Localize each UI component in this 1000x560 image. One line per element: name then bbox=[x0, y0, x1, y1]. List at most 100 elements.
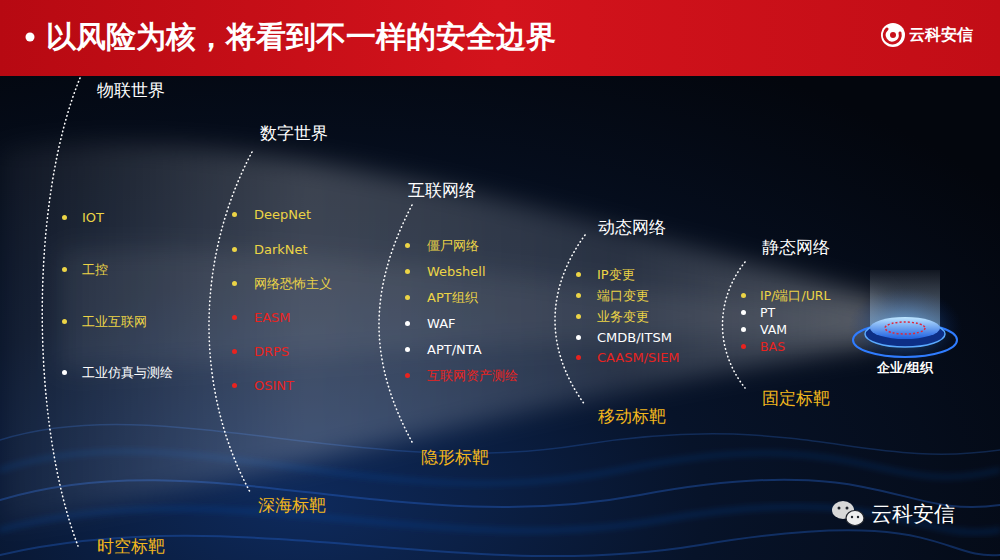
bullet-item: IP变更 bbox=[576, 267, 635, 283]
bullet-dot bbox=[405, 269, 410, 274]
header-bar bbox=[0, 0, 1000, 76]
bullet-dot bbox=[405, 321, 410, 326]
bullet-item: 工业仿真与测绘 bbox=[62, 365, 173, 381]
zone-heading: 静态网络 bbox=[762, 237, 830, 257]
bullet-dot bbox=[741, 310, 746, 315]
bullet-item: APT/NTA bbox=[405, 342, 482, 358]
bullet-item: EASM bbox=[232, 310, 291, 326]
bullet-dot bbox=[576, 335, 581, 340]
item-text: OSINT bbox=[254, 378, 294, 394]
bullet-item: WAF bbox=[405, 316, 456, 332]
bullet-dot bbox=[62, 319, 67, 324]
zone-heading: 物联世界 bbox=[97, 80, 165, 100]
bullet-item: 工业互联网 bbox=[62, 314, 147, 330]
item-text: IOT bbox=[82, 210, 104, 226]
bullet-dot bbox=[405, 243, 410, 248]
bullet-item: DRPS bbox=[232, 344, 289, 360]
bullet-dot bbox=[405, 347, 410, 352]
bullet-dot bbox=[576, 272, 581, 277]
item-text: 僵尸网络 bbox=[427, 238, 479, 254]
zone-band: 静态网络 IP/端口/URL PT VAM BAS 固定标靶 bbox=[737, 233, 835, 413]
zone-band: 物联世界 IOT 工控工业互联网工业仿真与测绘时空标靶 bbox=[58, 76, 177, 560]
target-label: 深海标靶 bbox=[258, 495, 326, 515]
item-text: DarkNet bbox=[254, 242, 308, 258]
bullet-dot bbox=[576, 355, 581, 360]
bullet-item: 工控 bbox=[62, 262, 108, 278]
bullet-dot bbox=[741, 293, 746, 298]
zone-band: 动态网络 IP变更端口变更业务变更 CMDB/ITSM CAASM/SIEM 移动标靶 bbox=[572, 213, 684, 431]
beam-core bbox=[60, 249, 880, 370]
bullet-dot bbox=[232, 315, 237, 320]
bullet-dot bbox=[576, 293, 581, 298]
slide-title: 以风险为核，将看到不一样的安全边界 bbox=[46, 19, 556, 55]
bullet-item: OSINT bbox=[232, 378, 294, 394]
watermark: 云科安信 bbox=[871, 502, 955, 527]
item-text: IP变更 bbox=[597, 267, 635, 283]
bullet-dot bbox=[232, 212, 237, 217]
bullet-item: CAASM/SIEM bbox=[576, 350, 680, 366]
zone-heading: 数字世界 bbox=[260, 123, 328, 143]
bullet-dot bbox=[405, 295, 410, 300]
bullet-dot bbox=[741, 327, 746, 332]
zone-band: 数字世界 DeepNetDarkNet 网络恐怖主义 EASM DRPS OSINT 深海标… bbox=[228, 119, 336, 520]
title-bullet bbox=[26, 33, 35, 42]
bullet-item: Webshell bbox=[405, 264, 486, 280]
item-text: 端口变更 bbox=[597, 288, 649, 304]
bullet-item: IOT bbox=[62, 210, 104, 226]
bullet-dot bbox=[405, 373, 410, 378]
logo-icon bbox=[881, 23, 905, 47]
item-text: WAF bbox=[427, 316, 456, 332]
item-text: APT组织 bbox=[427, 290, 478, 306]
item-text: 网络恐怖主义 bbox=[254, 276, 332, 292]
logo-text: 云科安信 bbox=[909, 25, 973, 44]
bullet-item: BAS bbox=[741, 339, 785, 354]
item-text: PT bbox=[760, 305, 775, 320]
item-text: 业务变更 bbox=[597, 309, 649, 325]
bullet-item: VAM bbox=[741, 322, 787, 337]
enterprise-disc: 企业/组织 bbox=[848, 262, 962, 382]
bullet-dot bbox=[232, 247, 237, 252]
item-text: Webshell bbox=[427, 264, 486, 280]
bullet-dot bbox=[232, 383, 237, 388]
bullet-item: 端口变更 bbox=[576, 288, 649, 304]
item-text: DRPS bbox=[254, 344, 289, 360]
bullet-item: IP/端口/URL bbox=[741, 288, 830, 303]
bullet-dot bbox=[62, 215, 67, 220]
zone-heading: 动态网络 bbox=[598, 217, 666, 237]
item-text: BAS bbox=[760, 339, 785, 354]
bullet-dot bbox=[232, 281, 237, 286]
target-label: 固定标靶 bbox=[762, 388, 830, 408]
item-text: EASM bbox=[254, 310, 291, 326]
item-text: 互联网资产测绘 bbox=[427, 368, 518, 384]
item-text: CAASM/SIEM bbox=[597, 350, 680, 366]
bullet-dot bbox=[741, 344, 746, 349]
target-label: 时空标靶 bbox=[97, 536, 165, 556]
bullet-item: PT bbox=[741, 305, 775, 320]
bullet-item: 互联网资产测绘 bbox=[405, 368, 518, 384]
target-label: 移动标靶 bbox=[598, 406, 666, 426]
zone-band: 互联网络僵尸网络 WebshellAPT组织 WAF APT/NTA 互联网资产测绘隐形… bbox=[401, 176, 522, 472]
item-text: CMDB/ITSM bbox=[597, 330, 672, 346]
bullet-item: 网络恐怖主义 bbox=[232, 276, 332, 292]
bullet-item: 业务变更 bbox=[576, 309, 649, 325]
bullet-item: 僵尸网络 bbox=[405, 238, 479, 254]
item-text: VAM bbox=[760, 322, 787, 337]
bullet-item: DeepNet bbox=[232, 207, 311, 223]
bullet-item: CMDB/ITSM bbox=[576, 330, 672, 346]
item-text: DeepNet bbox=[254, 207, 311, 223]
bullet-dot bbox=[62, 370, 67, 375]
bullet-dot bbox=[62, 267, 67, 272]
disc-label: 企业/组织 bbox=[848, 360, 962, 376]
item-text: APT/NTA bbox=[427, 342, 482, 358]
item-text: IP/端口/URL bbox=[760, 288, 830, 303]
bullet-dot bbox=[576, 314, 581, 319]
item-text: 工业互联网 bbox=[82, 314, 147, 330]
target-label: 隐形标靶 bbox=[421, 447, 489, 467]
bullet-item: APT组织 bbox=[405, 290, 478, 306]
item-text: 工控 bbox=[82, 262, 108, 278]
zone-heading: 互联网络 bbox=[408, 180, 476, 200]
zone-arcs bbox=[42, 78, 745, 546]
wechat-icon bbox=[832, 501, 864, 526]
